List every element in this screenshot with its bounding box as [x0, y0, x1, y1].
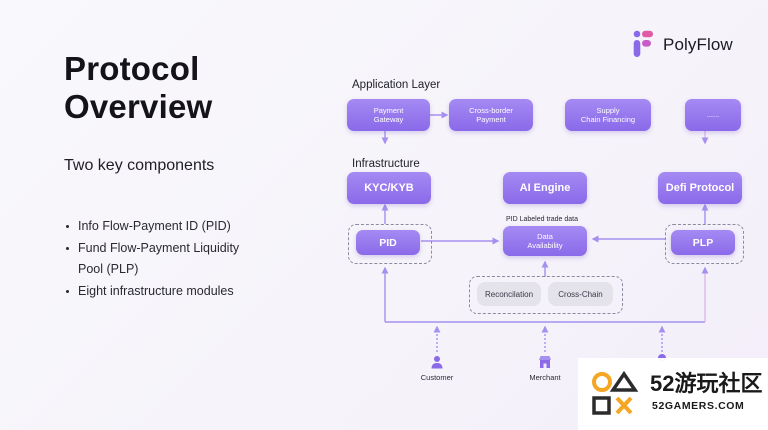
app-box-line: ......: [706, 110, 720, 120]
data-availability-line: Data: [537, 231, 553, 241]
infra-box-ai-engine: AI Engine: [503, 172, 587, 204]
actor-label: Customer: [420, 373, 454, 382]
actor-label: Merchant: [529, 373, 561, 382]
watermark-url: 52GAMERS.COM: [652, 400, 745, 412]
person-icon: [431, 356, 443, 369]
infra-box-defi-protocol: Defi Protocol: [658, 172, 742, 204]
watermark-logo-icon: [592, 371, 639, 415]
logo-text: PolyFlow: [663, 35, 733, 54]
title-line-2: Overview: [64, 88, 213, 125]
bullet-item: Info Flow-Payment ID (PID): [64, 216, 239, 238]
polyflow-logo-icon: [633, 30, 653, 57]
app-box-line: Cross-border: [469, 105, 513, 115]
module-reconcilation: Reconcilation: [477, 282, 541, 306]
actor-customer: Customer: [407, 355, 467, 382]
app-box-line: Chain Financing: [580, 115, 636, 124]
plp-dashed-frame: [665, 224, 744, 264]
bullet-item: Fund Flow-Payment Liquidity: [64, 238, 239, 260]
slide-title: Protocol Overview: [64, 50, 212, 126]
app-box-line: Gateway: [373, 115, 404, 124]
polyflow-logo: PolyFlow: [633, 30, 733, 60]
application-layer-label: Application Layer: [352, 79, 441, 91]
modules-dashed-frame: [469, 276, 623, 314]
module-cross-chain: Cross-Chain: [548, 282, 613, 306]
pid-box: PID: [356, 230, 420, 255]
bullet-item-continuation: Pool (PLP): [78, 262, 139, 276]
storefront-icon: [539, 356, 551, 368]
watermark-title: 52游玩社区: [650, 371, 763, 396]
slide-subtitle: Two key components: [64, 157, 215, 174]
app-box-line: Payment: [373, 105, 404, 115]
bullet-list: Info Flow-Payment ID (PID) Fund Flow-Pay…: [64, 216, 239, 302]
pid-labeled-trade-data-label: PID Labeled trade data: [506, 216, 578, 223]
app-box-line: Payment: [476, 115, 506, 124]
bullet-item: Eight infrastructure modules: [64, 281, 239, 303]
data-availability-line: Availability: [527, 241, 563, 250]
infra-box-kyc-kyb: KYC/KYB: [347, 172, 431, 204]
plp-box: PLP: [671, 230, 735, 255]
app-box-line: Supply: [596, 105, 620, 115]
title-line-1: Protocol: [64, 50, 200, 87]
app-box-more: ......: [685, 99, 741, 131]
watermark-panel: [578, 358, 768, 430]
infrastructure-label: Infrastructure: [352, 158, 420, 170]
actor-merchant: Merchant: [515, 355, 575, 382]
pid-dashed-frame: [348, 224, 432, 264]
